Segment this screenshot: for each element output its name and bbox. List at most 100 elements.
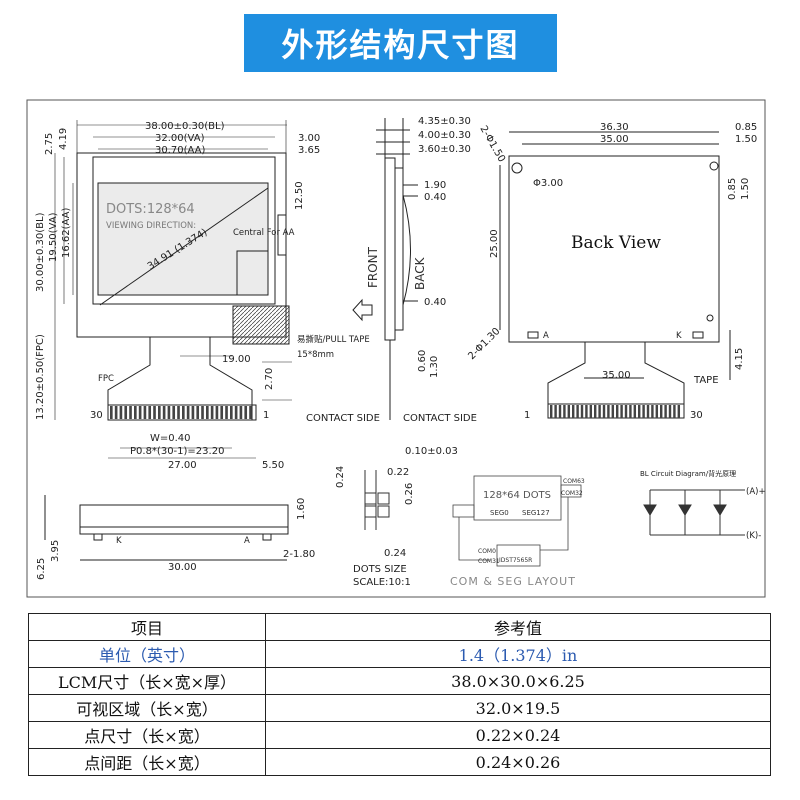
fpc-pin (134, 406, 137, 419)
fpc-pin (624, 405, 628, 418)
side-d360: 3.60±0.30 (418, 144, 471, 155)
fpc-pin (177, 406, 180, 419)
bl-cathode: (K)- (746, 531, 761, 541)
back-title: Back View (571, 233, 661, 253)
table-cell: 点尺寸（长×宽） (28, 721, 266, 749)
dots-d024b: 0.24 (384, 548, 406, 559)
fpc-pin (651, 405, 654, 418)
fpc-pin (558, 405, 562, 418)
bottom-d3000: 30.00 (168, 562, 197, 573)
back-d415: 4.15 (734, 348, 745, 370)
table-row: 可视区域（长×宽） 32.0×19.5 (28, 694, 771, 722)
table-row: 单位（英寸） 1.4（1.374）in (28, 640, 771, 668)
fpc-pin (215, 406, 219, 419)
side-d435: 4.35±0.30 (418, 116, 471, 127)
table-header-row: 项目 参考值 (28, 613, 771, 641)
fpc-pin (572, 405, 575, 418)
table-row: 点尺寸（长×宽） 0.22×0.24 (28, 721, 771, 749)
com-seg0: SEG0 (490, 509, 509, 517)
bottom-d180: 2-1.80 (283, 549, 315, 560)
fpc-pin (162, 406, 166, 419)
fpc-pin (206, 406, 209, 419)
side-d130: 1.30 (429, 356, 440, 378)
left-bl: 30.00±0.30(BL) (35, 212, 46, 292)
left-va: 19.50(VA) (48, 212, 59, 262)
fpc-pin (580, 405, 584, 418)
central-aa-text: Central For AA (233, 228, 295, 238)
back-r085: 0.85 (727, 178, 738, 200)
side-contact1: CONTACT SIDE (306, 413, 380, 424)
fpc-pin (620, 405, 623, 418)
fpc-pin (602, 405, 606, 418)
fpc-pin (201, 406, 204, 419)
fpc-pin (677, 405, 681, 418)
bottom-view (44, 495, 289, 561)
com-seg-diagram (452, 475, 582, 567)
dots-label2: SCALE:10:1 (353, 577, 411, 588)
left-aa: 16.62(AA) (61, 208, 72, 258)
viewing-direction-text: VIEWING DIRECTION: (106, 221, 196, 231)
side-d190: 1.90 (424, 180, 446, 191)
fpc-pin (244, 406, 248, 419)
bottom-d395: 3.95 (50, 540, 61, 562)
bottom-d160: 1.60 (296, 498, 307, 520)
side-view (352, 118, 418, 420)
front-view (76, 152, 290, 421)
com-dots: 128*64 DOTS (483, 490, 551, 501)
left-275: 2.75 (44, 133, 55, 155)
fpc-pin (153, 406, 156, 419)
dim-270: 2.70 (264, 368, 275, 390)
dim-550: 5.50 (262, 460, 284, 471)
fpc-pin (234, 406, 238, 419)
back-d085: 0.85 (735, 122, 757, 133)
fpc-pin (220, 406, 224, 419)
back-fpc-pins (550, 405, 681, 418)
side-back: BACK (413, 256, 427, 290)
pin-30-front: 30 (90, 410, 103, 421)
fpc-pin (607, 405, 610, 418)
table-row: 点间距（长×宽） 0.24×0.26 (28, 748, 771, 776)
back-pin1: 1 (524, 410, 530, 421)
side-d040a: 0.40 (424, 192, 446, 203)
table-row: LCM尺寸（长×宽×厚） 38.0×30.0×6.25 (28, 667, 771, 695)
back-d3630: 36.30 (600, 122, 629, 133)
fpc-pin (629, 405, 632, 418)
fpc-pin (196, 406, 200, 419)
fpc-pin (646, 405, 650, 418)
fpc-pin (158, 406, 161, 419)
table-header-cell: 项目 (28, 613, 266, 641)
back-k: K (676, 331, 682, 341)
side-d400: 4.00±0.30 (418, 130, 471, 141)
dots-d024: 0.24 (335, 466, 346, 488)
bl-title: BL Circuit Diagram/背光原理 (640, 469, 736, 478)
dim-va: 32.00(VA) (155, 133, 205, 144)
bottom-d600: 6.25 (36, 558, 47, 580)
fpc-pin (673, 405, 676, 418)
com-com32: COM32 (561, 490, 583, 497)
table-cell: 0.22×0.24 (265, 721, 771, 749)
bl-circuit (643, 489, 745, 536)
back-hole3: 2-Φ1.30 (466, 326, 502, 362)
drawing-frame (26, 99, 766, 598)
fpc-pin (230, 406, 233, 419)
fpc-pin (594, 405, 597, 418)
fpc-pin (554, 405, 557, 418)
back-pin30: 30 (690, 410, 703, 421)
left-fpc: 13.20±0.50(FPC) (35, 334, 46, 420)
fpc-pin (550, 405, 553, 418)
front-fpc-pins (110, 406, 252, 419)
dim-365: 3.65 (298, 145, 320, 156)
side-contact2: CONTACT SIDE (403, 413, 477, 424)
fpc-pin (598, 405, 601, 418)
pull-tape-text: 易撕贴/PULL TAPE (297, 334, 370, 345)
com-com0: COM0 (478, 548, 496, 555)
fpc-pin (191, 406, 195, 419)
dots-label1: DOTS SIZE (353, 564, 407, 575)
fpc-pin (210, 406, 214, 419)
fpc-pin (167, 406, 171, 419)
table-cell: 1.4（1.374）in (265, 640, 771, 668)
back-d3500: 35.00 (600, 134, 629, 145)
table-cell: 点间距（长×宽） (28, 748, 266, 776)
table-cell: LCM尺寸（长×宽×厚） (28, 667, 266, 695)
